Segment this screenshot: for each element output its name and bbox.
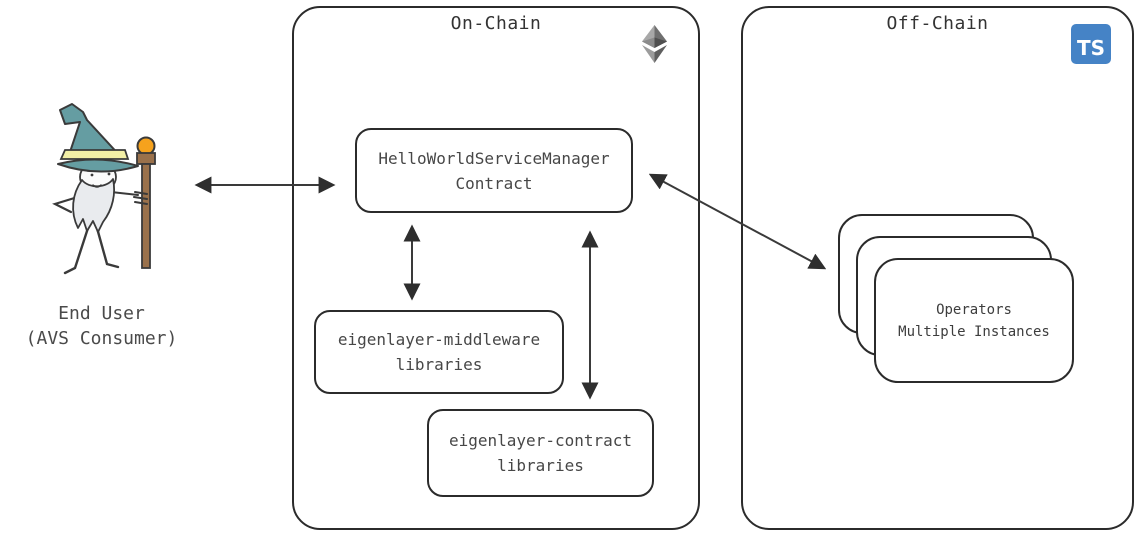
on-chain-title: On-Chain	[450, 13, 542, 34]
middleware-label-line2: libraries	[395, 355, 483, 374]
end-user-label: End User (AVS Consumer)	[4, 301, 199, 351]
wizard-illustration	[52, 103, 156, 275]
contracts-label-line2: libraries	[497, 456, 584, 475]
contracts-box: eigenlayer-contract libraries	[427, 409, 654, 497]
contracts-label-line1: eigenlayer-contract	[448, 431, 633, 450]
off-chain-title: Off-Chain	[886, 13, 989, 34]
end-user-label-line2: (AVS Consumer)	[25, 328, 178, 349]
service-manager-label-line2: Contract	[455, 173, 533, 193]
service-manager-label-line1: HelloWorldServiceManager	[378, 148, 610, 168]
end-user-label-line1: End User	[58, 303, 145, 324]
ethereum-icon	[642, 25, 667, 63]
operator-instance-front: Operators Multiple Instances	[874, 258, 1074, 383]
typescript-icon-text: TS	[1076, 36, 1106, 60]
service-manager-box: HelloWorldServiceManager Contract	[355, 128, 633, 213]
operators-label-line2: Multiple Instances	[898, 323, 1050, 340]
typescript-icon: TS	[1071, 24, 1111, 64]
middleware-label-line1: eigenlayer-middleware	[337, 330, 541, 349]
operators-label-line1: Operators	[936, 301, 1012, 318]
middleware-box: eigenlayer-middleware libraries	[314, 310, 564, 394]
